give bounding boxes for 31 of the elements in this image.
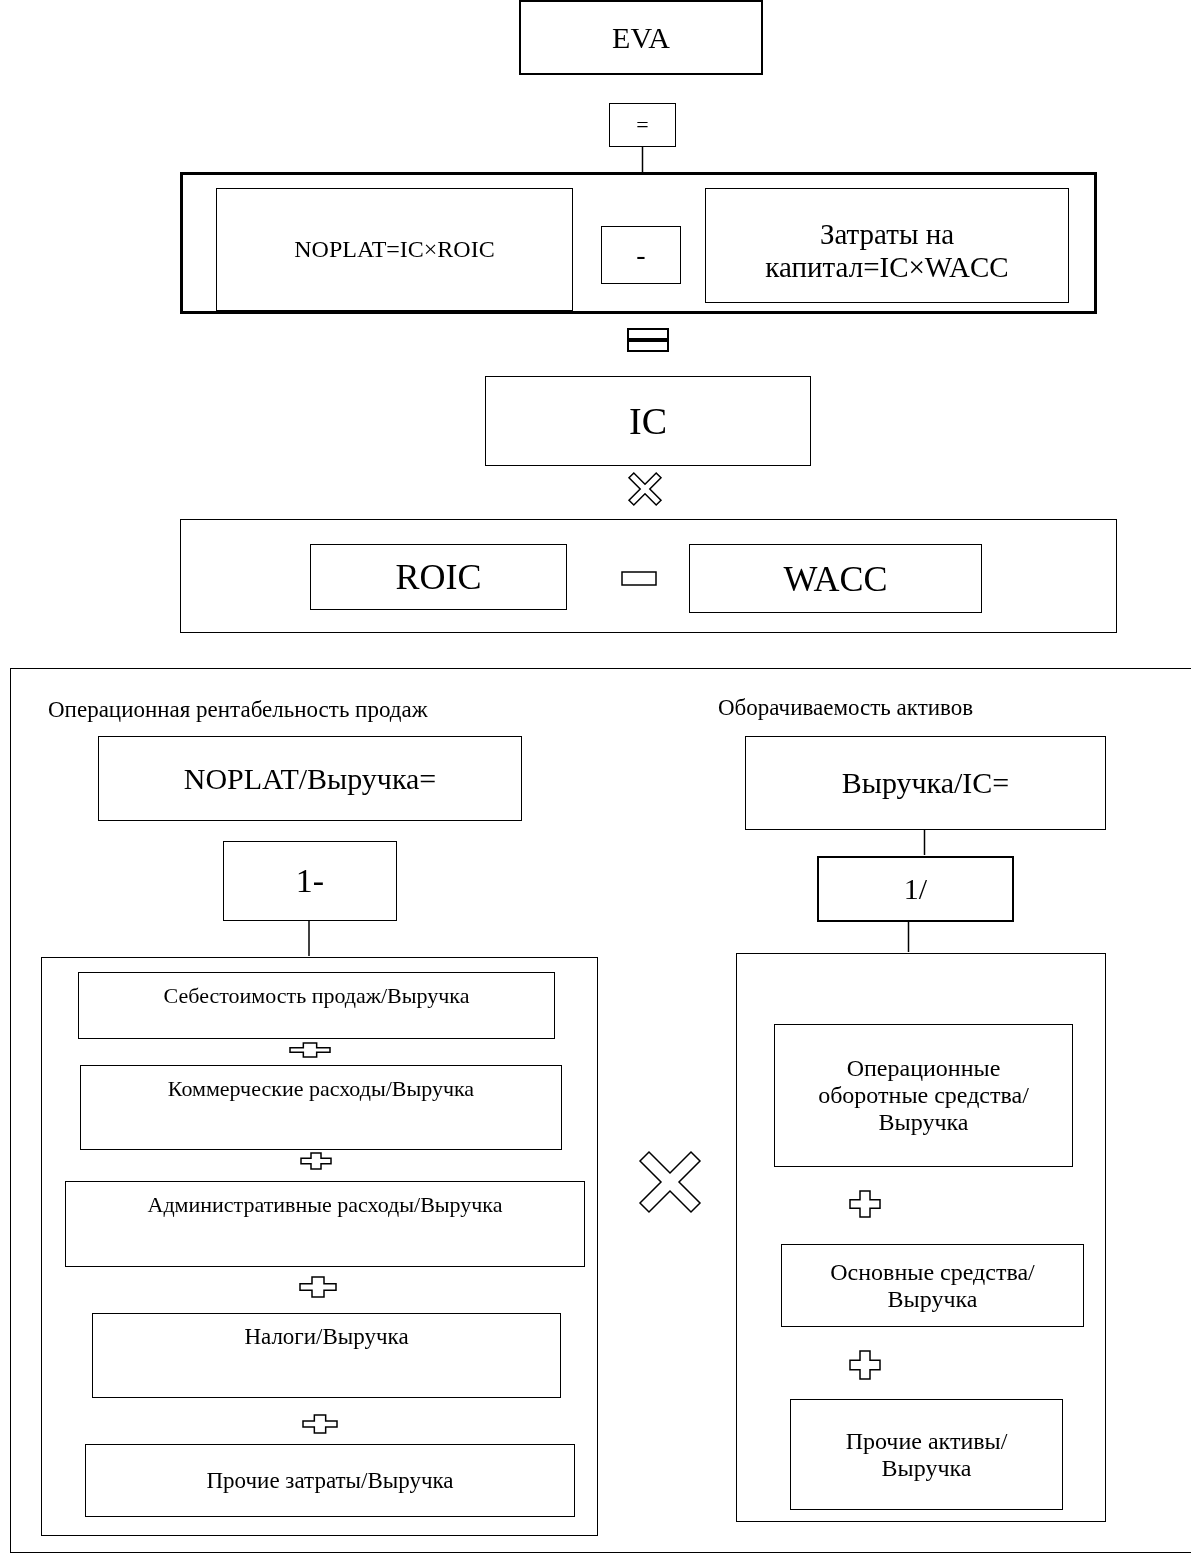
group-box (736, 953, 1106, 1522)
formula-box: Операционные оборотные средства/Выручка (774, 1024, 1073, 1167)
formula-box: 1/ (817, 856, 1014, 922)
group-box (41, 957, 598, 1536)
group-box (180, 172, 1097, 314)
group-box (10, 668, 1191, 1553)
formula-box: NOPLAT=IC×ROIC (216, 188, 573, 311)
connector-line (641, 146, 644, 173)
formula-box: Прочие активы/Выручка (790, 1399, 1063, 1510)
heading-text: Операционная рентабельность продаж (48, 697, 428, 723)
connector-line (308, 919, 310, 957)
formula-box: = (609, 103, 676, 147)
heading-text: Оборачиваемость активов (718, 695, 974, 721)
connector-line (923, 828, 926, 856)
connector-line (907, 920, 910, 953)
group-box (180, 519, 1117, 633)
formula-box: - (601, 226, 681, 284)
formula-box: EVA (519, 0, 763, 75)
formula-box: Себестоимость продаж/Выручка (78, 972, 555, 1039)
formula-box: Выручка/IC= (745, 736, 1106, 830)
formula-box: ROIC (310, 544, 567, 610)
formula-box: Основные средства/Выручка (781, 1244, 1084, 1327)
formula-box: Коммерческие расходы/Выручка (80, 1065, 562, 1150)
formula-box: Затраты на капитал=IC×WACC (705, 188, 1069, 303)
formula-box: Административные расходы/Выручка (65, 1181, 585, 1267)
formula-box: Прочие затраты/Выручка (85, 1444, 575, 1517)
formula-box: 1- (223, 841, 397, 921)
formula-box: Налоги/Выручка (92, 1313, 561, 1398)
formula-box: IC (485, 376, 811, 466)
formula-box: WACC (689, 544, 982, 613)
formula-box: NOPLAT/Выручка= (98, 736, 522, 821)
